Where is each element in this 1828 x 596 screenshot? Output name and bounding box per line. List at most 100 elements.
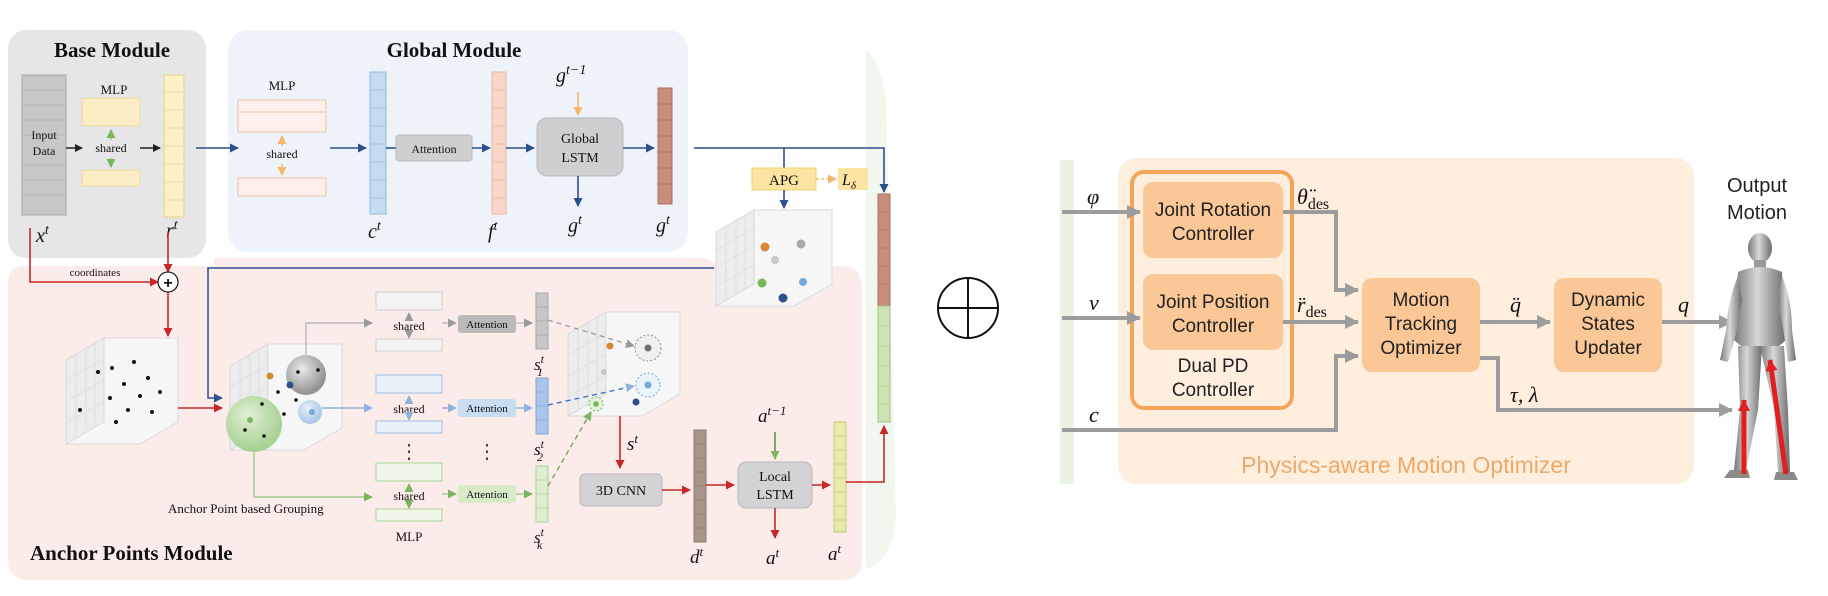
global-shared-label: shared	[266, 147, 297, 161]
s2-scatter-dashed-arrow	[547, 383, 635, 406]
mlp3-bottom-block	[375, 508, 443, 522]
global-attention-label: Attention	[411, 142, 456, 156]
r-t-label: rt	[166, 218, 179, 242]
g-to-concat-arrow	[694, 147, 889, 193]
output-motion-label-1: Output	[1727, 175, 1787, 197]
concat-vector	[877, 193, 891, 423]
coordinates-arrow	[29, 228, 159, 287]
vdots-mlp: ⋮	[399, 441, 419, 463]
vdots-attention: ⋮	[477, 441, 497, 463]
combine-symbol	[937, 277, 999, 339]
apg-point-green	[757, 278, 767, 288]
attention2-label: Attention	[466, 403, 508, 415]
anchor-module-title: Anchor Points Module	[30, 541, 233, 565]
scatter-navy-point	[632, 398, 640, 406]
global-lstm-box	[536, 117, 624, 177]
g-vector	[657, 87, 673, 205]
c-vector	[369, 71, 387, 215]
group-anchor-orange	[266, 372, 274, 380]
dual-pd-label-2: Controller	[1172, 380, 1255, 401]
green-group-sphere	[226, 396, 282, 452]
mlp1-bottom-block	[375, 338, 443, 352]
c-arrow	[1062, 349, 1359, 432]
global-mlp-label: MLP	[269, 78, 296, 93]
loss-label: Lδ	[841, 172, 857, 192]
apg-point-orange	[760, 242, 770, 252]
anchor-mlp-label: MLP	[396, 529, 423, 544]
c-input-label: c	[1089, 402, 1099, 427]
coordinates-label: coordinates	[70, 267, 121, 279]
apg-point-lightgray	[771, 256, 779, 264]
global-mlp-bottom-block	[237, 177, 327, 197]
d-t-label: dt	[690, 544, 704, 568]
joint-rotation-label-2: Controller	[1172, 224, 1255, 245]
scatter-green-point	[593, 401, 599, 407]
s1-scatter-dashed-arrow	[547, 319, 635, 348]
joint-position-label-1: Joint Position	[1156, 292, 1269, 313]
g-vec-label: gt	[656, 213, 671, 237]
gray-group-route	[305, 318, 373, 355]
motion-tracking-label-2: Tracking	[1385, 314, 1457, 335]
dynamic-states-label-3: Updater	[1574, 338, 1642, 359]
attention1-label: Attention	[466, 319, 508, 331]
base-mlp-bottom-block	[81, 169, 141, 187]
right-input-strip	[1060, 160, 1074, 484]
grouping-points	[243, 368, 320, 438]
gray-group-sphere	[286, 355, 326, 395]
f-t-label: ft	[488, 219, 499, 243]
input-data-label-2: Data	[33, 144, 56, 158]
mlp2-shared-label: shared	[393, 402, 424, 416]
apg-point-lightblue	[799, 278, 807, 286]
global-lstm-label-1: Global	[561, 132, 599, 147]
tau-lambda-arrow	[1480, 356, 1733, 417]
apg-output-cube	[715, 209, 833, 307]
phi-label: φ	[1087, 184, 1099, 209]
grouping-label: Anchor Point based Grouping	[168, 501, 324, 516]
attention3-label: Attention	[466, 489, 508, 501]
green-group-route	[253, 452, 373, 502]
group-anchor-green	[247, 417, 253, 423]
apg-point-gray	[796, 239, 806, 249]
r-des-label: r̈des	[1297, 292, 1327, 321]
mlp1-shared-label: shared	[393, 319, 424, 333]
grouping-cube	[226, 343, 343, 452]
dynamic-states-label-2: States	[1581, 314, 1635, 335]
joint-rotation-box	[1143, 182, 1283, 258]
dual-pd-label-1: Dual PD	[1178, 356, 1249, 377]
scatter-blue-point	[644, 381, 652, 389]
local-lstm-label-2: LSTM	[756, 488, 794, 503]
mlp1-top-block	[375, 291, 443, 311]
q-label: q	[1678, 292, 1689, 317]
input-point-cloud-cube	[65, 337, 179, 445]
base-shared-label: shared	[95, 141, 126, 155]
c-t-label: ct	[368, 219, 382, 243]
human-body-figure	[1720, 233, 1798, 480]
s2-vector	[535, 377, 549, 435]
dynamic-states-label-1: Dynamic	[1571, 290, 1645, 311]
d-vector	[693, 429, 707, 543]
mlp2-top-block	[375, 374, 443, 394]
joint-rotation-label-1: Joint Rotation	[1155, 200, 1271, 221]
plus-symbol: +	[163, 275, 172, 292]
scatter-lightgray-point	[601, 369, 607, 375]
a-to-concat-arrow	[846, 425, 889, 483]
dynamic-states-box	[1554, 278, 1662, 372]
global-lstm-label-2: LSTM	[561, 151, 599, 166]
attention3-box	[458, 485, 516, 503]
mlp3-top-block	[375, 462, 443, 482]
output-motion-label-2: Motion	[1727, 202, 1787, 224]
g-prev-label: gt−1	[556, 63, 586, 87]
s1-vector	[535, 292, 549, 350]
local-lstm-label-1: Local	[759, 470, 791, 485]
base-mlp-label: MLP	[101, 82, 128, 97]
joint-position-label-2: Controller	[1172, 316, 1255, 337]
apg-label: APG	[769, 173, 799, 189]
apg-feedback-arrow	[207, 267, 714, 403]
right-force-arrow	[1765, 359, 1789, 475]
theta-des-arrow	[1283, 210, 1359, 297]
group-anchor-navy	[286, 381, 294, 389]
f-vector	[491, 71, 507, 215]
motion-tracking-label-3: Optimizer	[1380, 338, 1462, 359]
g-out-label: gt	[568, 213, 583, 237]
